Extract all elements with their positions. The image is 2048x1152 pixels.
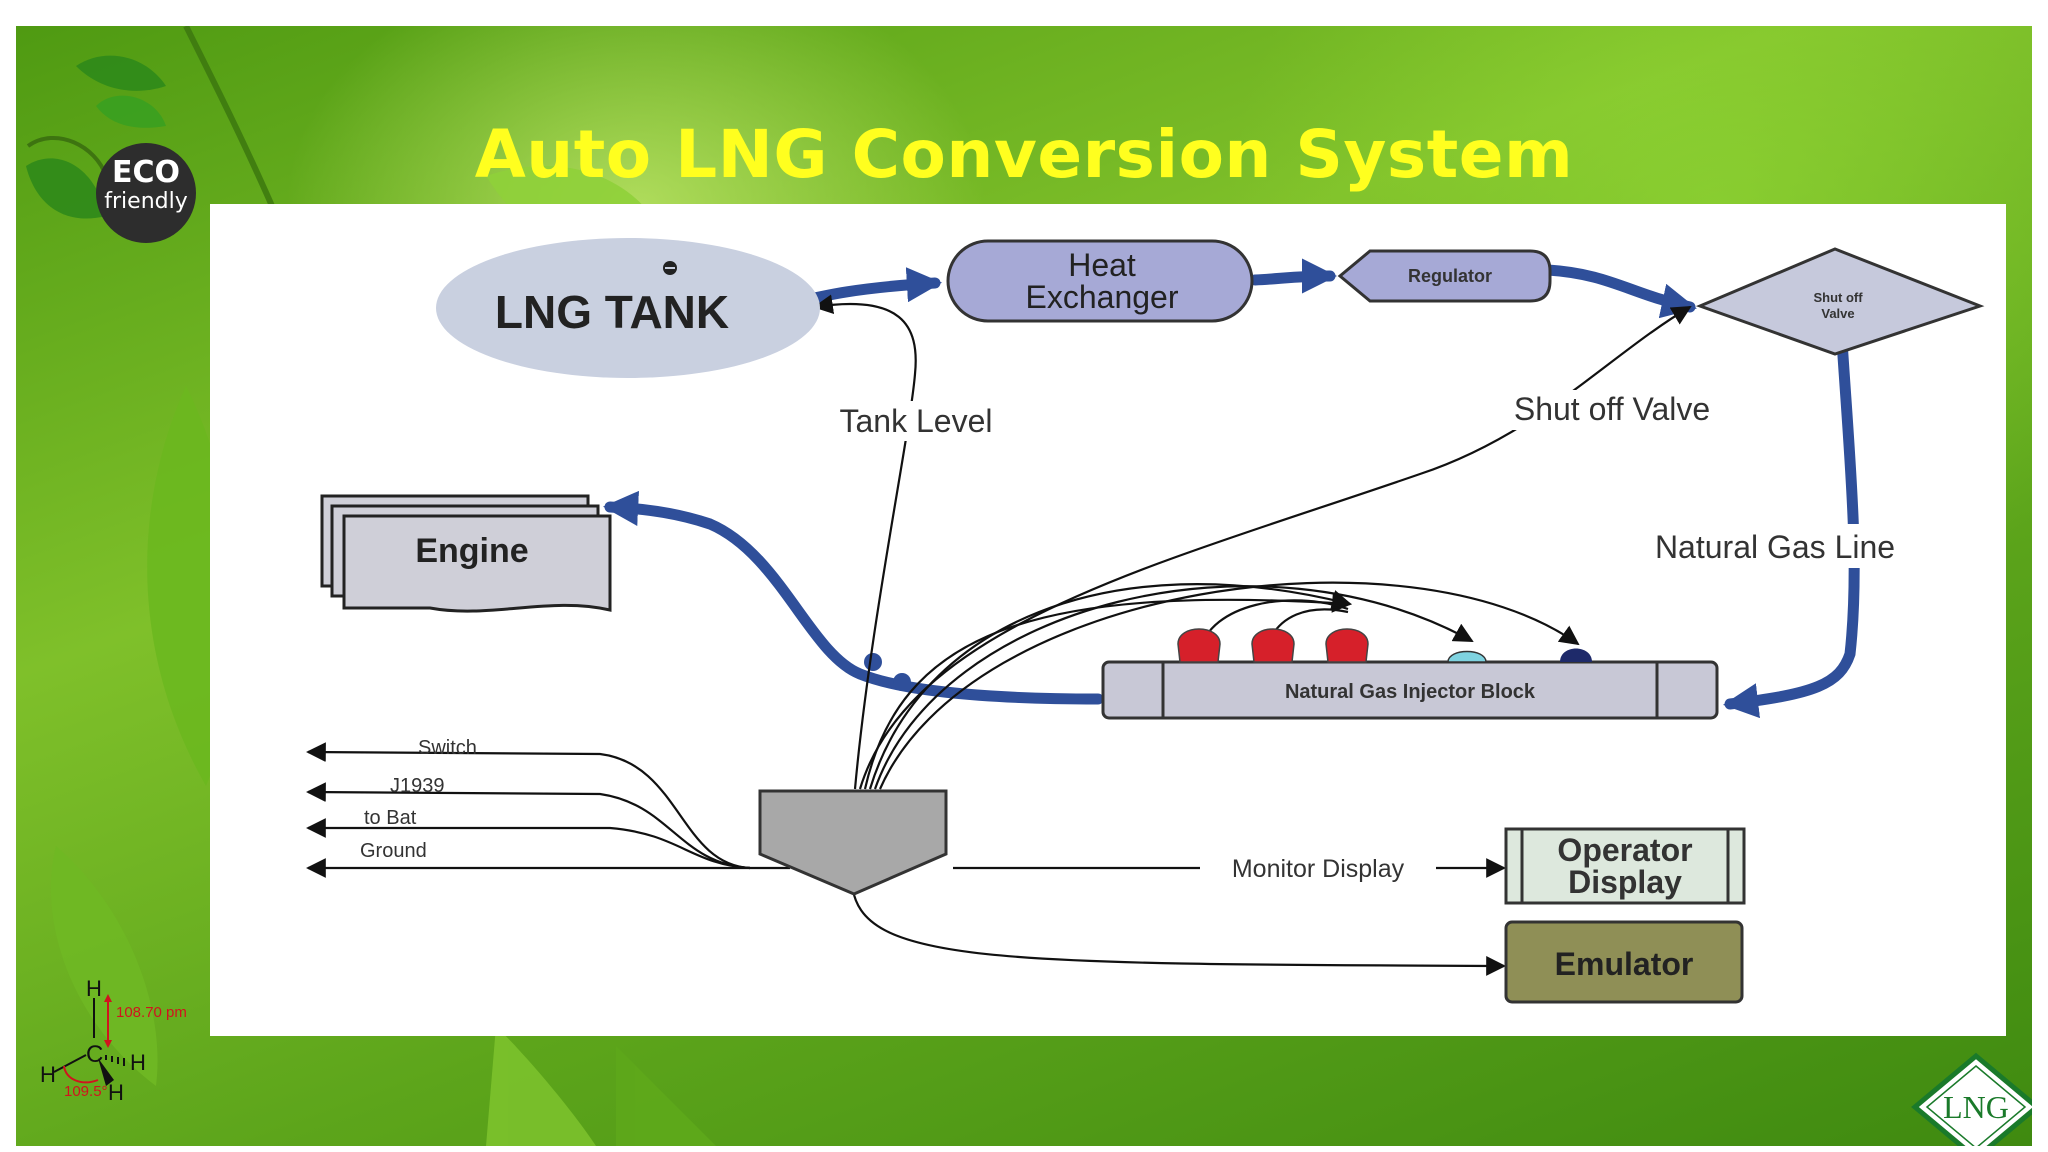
emulator-label: Emulator: [1555, 946, 1694, 982]
gas-line-valve-to-injector: [1723, 335, 1860, 719]
methane-bond-length: 108.70 pm: [116, 1004, 187, 1021]
shutoff-valve-label-2: Valve: [1821, 306, 1854, 321]
lng-system-diagram: LNG TANK Heat Exchanger Regulator Shut o…: [306, 238, 1985, 1004]
injector-block-label: Natural Gas Injector Block: [1285, 681, 1536, 703]
badge-line-1: ECO: [111, 155, 180, 190]
slide-title: Auto LNG Conversion System: [474, 116, 1574, 194]
methane-c: C: [86, 1041, 103, 1068]
wire-emulator: [850, 883, 1506, 976]
natural-gas-injector-block: Natural Gas Injector Block: [1101, 628, 1719, 720]
wire-to-bat: [306, 818, 751, 870]
diagram-panel: LNG TANK Heat Exchanger Regulator Shut o…: [210, 204, 2006, 1036]
heat-exchanger-label-2: Exchanger: [1026, 279, 1179, 315]
heat-exchanger-node: Heat Exchanger: [946, 239, 1254, 323]
methane-h-bottom: H: [108, 1080, 124, 1105]
injector-red-1: [1177, 628, 1221, 663]
lng-logo-text: LNG: [1943, 1089, 2009, 1125]
shutoff-valve-node: Shut off Valve: [1695, 247, 1985, 356]
slide: Auto LNG Conversion System ECO friendly: [16, 26, 2032, 1146]
regulator-node: Regulator: [1337, 249, 1552, 303]
controller-node: [758, 789, 948, 896]
lng-tank-label: LNG TANK: [495, 286, 729, 338]
wire-shutoff-valve: [858, 305, 1692, 790]
wire-injector-3: [873, 585, 1474, 790]
natural-gas-line-label: Natural Gas Line: [1655, 529, 1895, 565]
engine-label: Engine: [415, 532, 528, 570]
shutoff-valve-line-label: Shut off Valve: [1514, 391, 1710, 427]
methane-bond-angle: 109.5°: [64, 1083, 108, 1100]
shutoff-valve-label-1: Shut off: [1813, 290, 1863, 305]
injector-red-2: [1251, 628, 1295, 663]
operator-display-node: Operator Display: [1504, 827, 1746, 905]
wire-switch: [306, 742, 751, 870]
operator-display-label-1: Operator: [1557, 832, 1692, 868]
methane-structure: H C H H H 108.70 pm 109.5°: [40, 976, 187, 1105]
lng-tank-node: LNG TANK: [436, 238, 820, 378]
switch-label: Switch: [418, 737, 477, 759]
gas-line-regulator-to-valve: [1542, 264, 1697, 319]
methane-h-left: H: [40, 1062, 56, 1087]
emulator-node: Emulator: [1504, 920, 1744, 1004]
injector-red-3: [1325, 628, 1369, 663]
engine-node: Engine: [320, 494, 612, 613]
operator-display-label-2: Display: [1568, 864, 1682, 900]
heat-exchanger-label-1: Heat: [1068, 247, 1136, 283]
wire-tank-level: [813, 294, 917, 790]
methane-h-top: H: [86, 976, 102, 1001]
gas-line-exchanger-to-regulator: [1249, 258, 1338, 294]
tank-level-label: Tank Level: [840, 403, 993, 439]
injector-cyan: [1447, 650, 1487, 663]
ground-label: Ground: [360, 840, 427, 862]
wire-injector-4: [878, 581, 1580, 790]
methane-h-right: H: [130, 1050, 146, 1075]
injector-navy: [1560, 648, 1592, 662]
monitor-display-label: Monitor Display: [1232, 855, 1405, 883]
regulator-label: Regulator: [1408, 266, 1492, 286]
to-bat-label: to Bat: [364, 807, 417, 829]
eco-friendly-badge: ECO friendly: [96, 143, 196, 243]
lng-logo: LNG: [1911, 1052, 2032, 1146]
badge-line-2: friendly: [104, 189, 188, 214]
gas-line-injector-to-engine: [602, 490, 1104, 705]
j1939-label: J1939: [390, 775, 445, 797]
